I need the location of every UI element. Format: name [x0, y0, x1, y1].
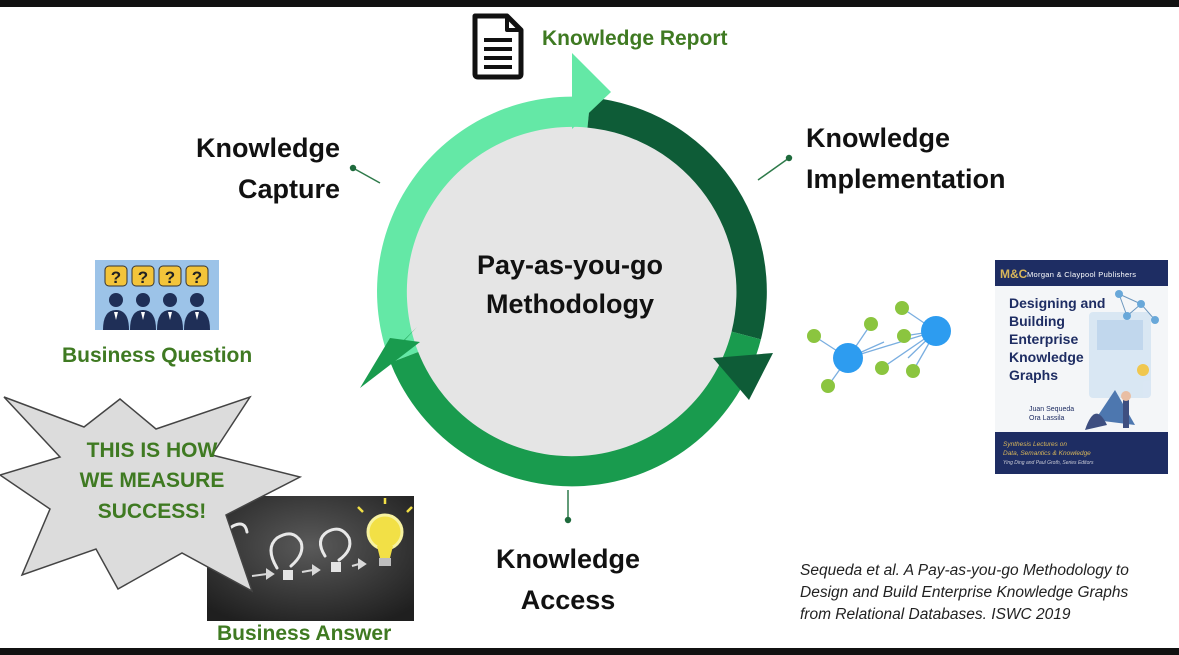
- starburst-callout: [0, 395, 303, 593]
- implementation-line1: Knowledge: [806, 123, 951, 153]
- knowledge-report-label: Knowledge Report: [542, 27, 728, 50]
- book-series-line1: Synthesis Lectures on: [1003, 441, 1067, 448]
- arrowhead-capture: [572, 53, 611, 129]
- business-answer-label: Business Answer: [217, 622, 392, 645]
- book-author-2: Ora Lassila: [1029, 415, 1065, 422]
- book-cover: M&C Morgan & Claypool Publishers Designi…: [995, 260, 1168, 474]
- document-icon: [472, 13, 524, 80]
- bottom-border: [0, 648, 1179, 655]
- citation-line2: Design and Build Enterprise Knowledge Gr…: [800, 584, 1129, 601]
- question-mark-2: ?: [138, 268, 148, 287]
- book-title-line4: Knowledge: [1009, 349, 1084, 365]
- ring-segment-capture: [377, 96, 591, 363]
- people-question-icon: ? ? ? ?: [95, 260, 219, 330]
- top-border: [0, 0, 1179, 7]
- book-title-line2: Building: [1009, 313, 1065, 329]
- book-title-line3: Enterprise: [1009, 331, 1078, 347]
- capture-line2: Capture: [237, 173, 340, 204]
- ring-segment-implementation: [587, 97, 767, 340]
- knowledge-implementation-label: Knowledge Implementation: [806, 118, 1006, 199]
- book-editors: Ying Ding and Paul Groth, Series Editors: [1003, 460, 1094, 466]
- question-mark-3: ?: [165, 268, 175, 287]
- connector-lines: [349, 154, 793, 524]
- arrowhead-implementation: [713, 353, 773, 400]
- access-line1: Knowledge: [495, 544, 640, 574]
- knowledge-access-label: Knowledge Access: [470, 539, 666, 620]
- question-mark-1: ?: [111, 268, 121, 287]
- citation-line1: Sequeda et al. A Pay-as-you-go Methodolo…: [800, 562, 1129, 579]
- burst-line1: THIS IS HOW: [86, 439, 218, 462]
- center-title-line2: Methodology: [486, 289, 654, 320]
- capture-line1: Knowledge: [195, 133, 340, 163]
- burst-line3: SUCCESS!: [97, 499, 207, 523]
- implementation-line2: Implementation: [806, 163, 1006, 194]
- publisher-logo: M&C: [1000, 267, 1028, 281]
- burst-line2: WE MEASURE: [79, 469, 225, 493]
- ring-segment-access: [390, 331, 761, 487]
- access-line2: Access: [520, 584, 616, 615]
- business-question-label: Business Question: [62, 344, 253, 367]
- book-title-line5: Graphs: [1009, 367, 1058, 383]
- citation: Sequeda et al. A Pay-as-you-go Methodolo…: [800, 560, 1160, 626]
- center-title-line1: Pay-as-you-go: [476, 250, 664, 280]
- knowledge-capture-label: Knowledge Capture: [180, 128, 340, 209]
- question-mark-4: ?: [192, 268, 202, 287]
- book-author-1: Juan Sequeda: [1029, 406, 1074, 413]
- inner-disk: [397, 119, 743, 465]
- burst-text: THIS IS HOW WE MEASURE SUCCESS!: [52, 436, 252, 527]
- center-title: Pay-as-you-go Methodology: [430, 246, 710, 324]
- book-title-line1: Designing and: [1009, 295, 1105, 311]
- graph-network-icon: [807, 301, 951, 393]
- publisher-name: Morgan & Claypool Publishers: [1027, 270, 1136, 279]
- book-series-line2: Data, Semantics & Knowledge: [1003, 450, 1091, 457]
- citation-line3: from Relational Databases. ISWC 2019: [800, 606, 1071, 623]
